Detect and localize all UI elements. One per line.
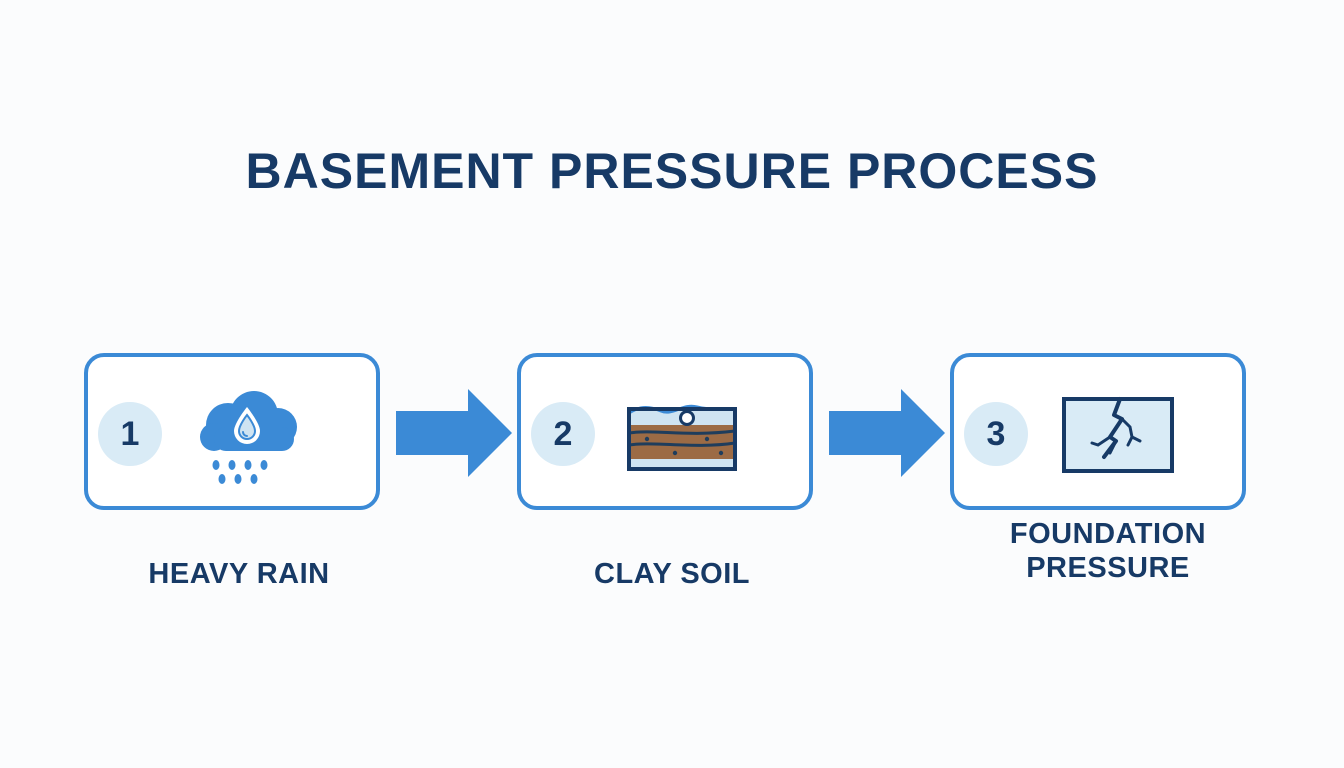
rain-cloud-icon xyxy=(200,391,297,484)
step-1-label: HEAVY RAIN xyxy=(148,558,330,590)
arrow-right-icon xyxy=(829,389,945,477)
step-3-box: 3 xyxy=(950,353,1246,510)
step-2-box: 2 xyxy=(517,353,813,510)
clay-soil-layers-icon xyxy=(627,404,737,471)
step-2-number: 2 xyxy=(531,402,595,466)
step-3-label: FOUNDATION PRESSURE xyxy=(950,517,1266,585)
step-1-box: 1 xyxy=(84,353,380,510)
step-3-number: 3 xyxy=(964,402,1028,466)
diagram-title: BASEMENT PRESSURE PROCESS xyxy=(245,143,1099,199)
step-2-label: CLAY SOIL xyxy=(594,558,750,590)
arrow-right-icon xyxy=(396,389,512,477)
step-3-label-line2: PRESSURE xyxy=(1026,552,1190,584)
step-3-label-line1: FOUNDATION xyxy=(1009,518,1207,550)
step-1-number: 1 xyxy=(98,402,162,466)
cracked-wall-icon xyxy=(1062,397,1174,473)
